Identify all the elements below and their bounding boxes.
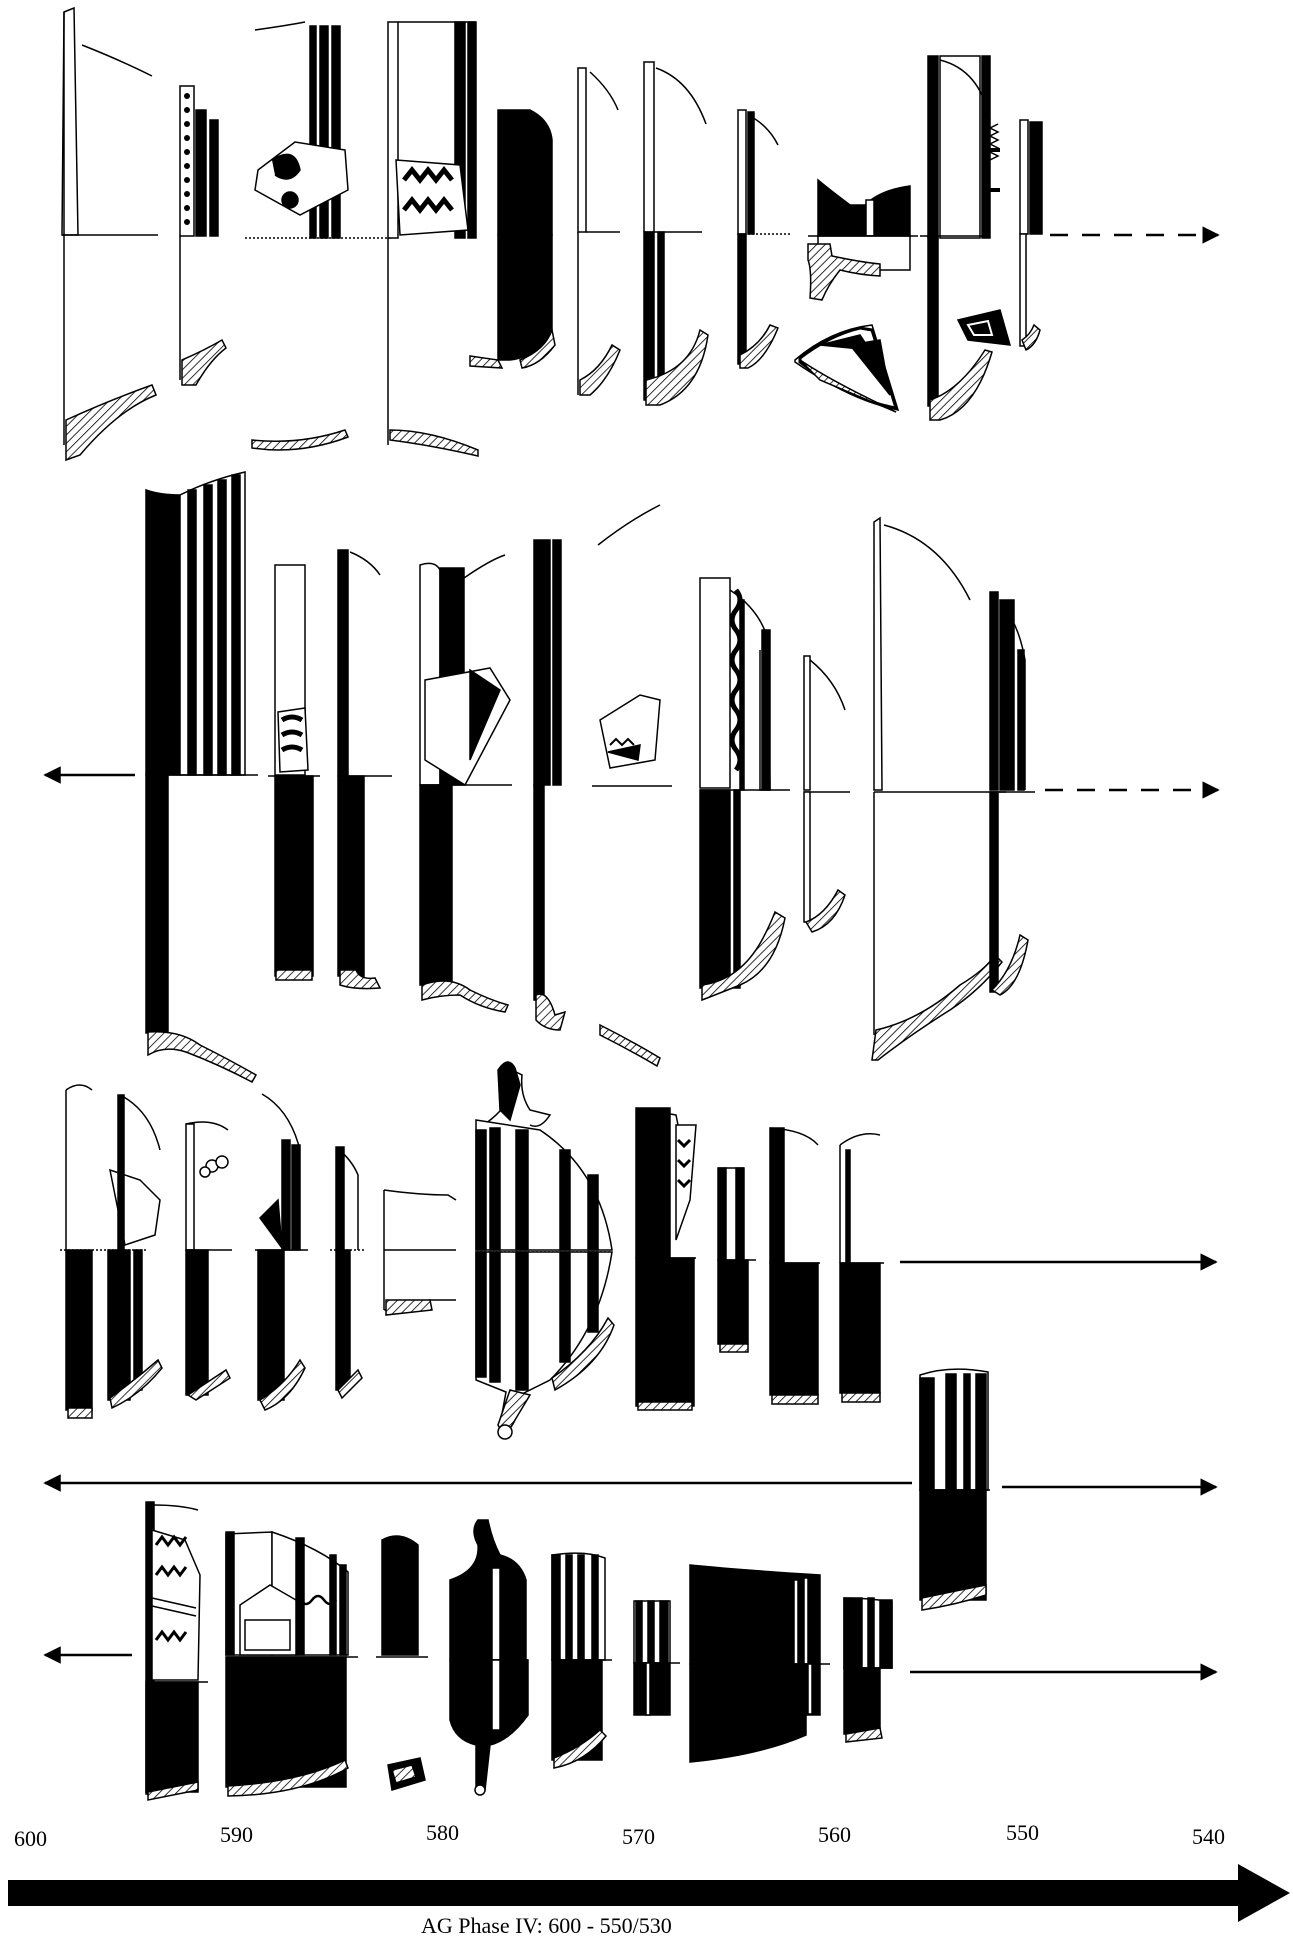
- vessel-drawing: [592, 505, 672, 1066]
- vessel-drawing: [920, 1369, 990, 1610]
- timeline-axis: 600 590 580 570 560 550 540 AG Phase IV:…: [8, 1820, 1290, 1938]
- vessel-drawing: [795, 180, 918, 412]
- vessel-drawing: [634, 1601, 680, 1715]
- vessel-drawing: [226, 1532, 358, 1796]
- vessel-drawing: [872, 518, 1006, 1060]
- row-3-vessels: [60, 1062, 884, 1439]
- vessel-drawing: [255, 1094, 308, 1410]
- vessel-drawing: [534, 540, 565, 1030]
- tick-label: 590: [220, 1822, 253, 1847]
- vessel-drawing: [146, 1502, 208, 1800]
- vessel-drawing: [700, 578, 790, 1000]
- vessel-drawing: [245, 22, 392, 450]
- vessel-drawing: [738, 110, 790, 368]
- vessel-drawing: [840, 1134, 884, 1402]
- vessel-drawing: [338, 550, 392, 989]
- vessel-drawing: [804, 656, 850, 932]
- row-1-vessels: [62, 8, 1042, 460]
- vessel-drawing: [146, 472, 258, 1082]
- tick-label: 540: [1192, 1824, 1225, 1849]
- vessel-drawing: [770, 1128, 820, 1404]
- timeline-title: AG Phase IV: 600 - 550/530: [421, 1913, 672, 1938]
- vessel-drawing: [62, 8, 158, 460]
- vessel-drawing: [330, 1147, 365, 1398]
- vessel-drawing: [268, 565, 320, 980]
- row-4-vessels: [920, 1369, 990, 1610]
- vessel-drawing: [578, 68, 620, 395]
- vessel-drawing: [384, 1190, 456, 1315]
- vessel-drawing: [552, 1553, 612, 1768]
- row-2-vessels: [146, 472, 1035, 1082]
- vessel-drawing: [1020, 120, 1042, 350]
- tick-label: 600: [14, 1826, 47, 1851]
- vessel-drawing: [644, 62, 708, 405]
- vessel-drawing: [844, 1598, 892, 1742]
- vessel-drawing: [636, 1108, 696, 1410]
- vessel-drawing: [990, 592, 1035, 995]
- tick-label: 550: [1006, 1820, 1039, 1845]
- vessel-drawing: [920, 56, 1010, 420]
- vessel-drawing: [476, 1062, 614, 1439]
- tick-label: 580: [426, 1820, 459, 1845]
- vessel-drawing: [718, 1168, 756, 1352]
- tick-label: 570: [622, 1824, 655, 1849]
- vessel-drawing: [450, 1520, 528, 1795]
- vessel-drawing: [186, 1122, 232, 1400]
- row-5-vessels: [146, 1502, 892, 1800]
- tick-label: 560: [818, 1822, 851, 1847]
- vessel-drawing: [420, 555, 512, 1012]
- vessel-drawing: [690, 1565, 830, 1762]
- vessel-drawing: [388, 22, 478, 456]
- vessel-drawing: [60, 1085, 162, 1418]
- vessel-drawing: [376, 1536, 428, 1790]
- vessel-drawing: [470, 110, 555, 368]
- vessel-drawing: [180, 86, 226, 385]
